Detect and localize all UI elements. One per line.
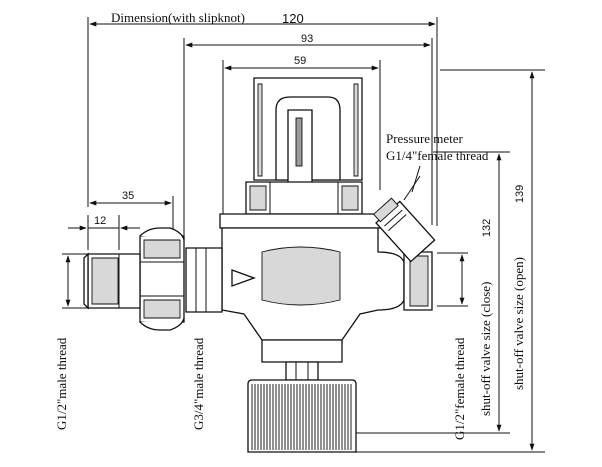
union-thread-label: G3/4"male thread [191, 337, 206, 430]
body-flange [219, 213, 381, 229]
dimension-120: Dimension(with slipknot) 120 [87, 10, 438, 226]
dimension-120-caption: Dimension(with slipknot) [111, 10, 245, 25]
inlet-male-thread [83, 252, 141, 310]
union-ring [185, 247, 223, 313]
inlet-thread-label: G1/2"male thread [54, 337, 69, 430]
pressure-meter-port [373, 197, 436, 263]
dimension-93-value: 93 [301, 33, 313, 45]
dimension-139-value: 139 [514, 185, 526, 203]
dimension-12: 12 [68, 215, 140, 250]
dimension-35-value: 35 [122, 190, 134, 202]
dimension-139: 139 [350, 69, 545, 453]
dimension-12-value: 12 [94, 215, 106, 227]
dimension-59-value: 59 [294, 55, 306, 67]
flow-arrow-icon [231, 269, 256, 287]
shut-off-knob [247, 379, 357, 453]
dimension-132: 132 [350, 151, 510, 434]
pressure-meter-label: Pressure meter [386, 131, 464, 146]
dimension-59: 59 [222, 55, 381, 220]
lower-stem [261, 339, 343, 363]
dimension-120-value: 120 [282, 11, 304, 26]
pressure-meter-thread-label: G1/4"female thread [386, 148, 489, 163]
valve-size-close-label: shut-off valve size (close) [478, 282, 493, 416]
dimension-132-value: 132 [481, 219, 493, 237]
valve-size-open-label: shut-off valve size (open) [511, 257, 526, 390]
outlet-thread-height-marks [437, 252, 468, 307]
inlet-hex-nut [139, 227, 185, 331]
dimension-35: 35 [89, 190, 174, 230]
valve-assembly [83, 77, 436, 453]
outlet-thread-label: G1/2"female thread [452, 337, 467, 440]
